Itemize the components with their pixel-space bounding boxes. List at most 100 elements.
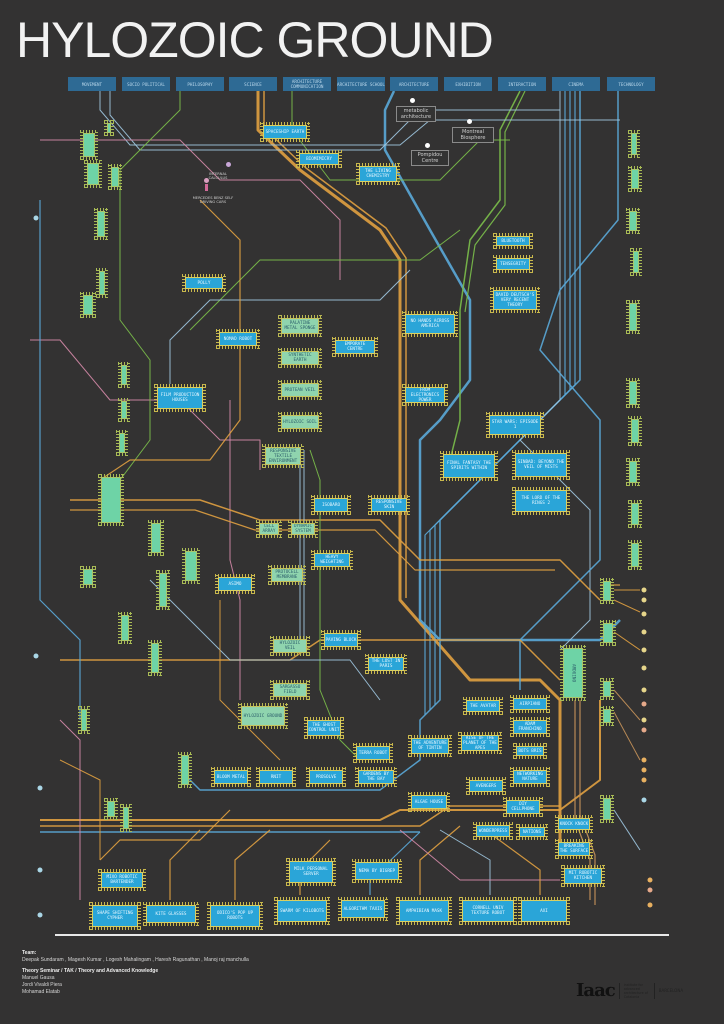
side-chip [178, 752, 192, 788]
category-exhibition: EXHIBITION [444, 77, 492, 91]
side-chip [600, 795, 614, 823]
chip-synthetic-earth: SYNTHETIC EARTH [278, 348, 322, 368]
timeline-dot [425, 143, 430, 148]
chip-label: FROM ELECTRONICS POWER [405, 387, 445, 403]
chip-knock-knock: KNOCK KNOCK [555, 815, 593, 833]
category-science: SCIENCE [229, 77, 277, 91]
terminal-dot [641, 777, 647, 783]
chip-emporate-centre: EMPORATE CENTRE [332, 337, 378, 357]
chip-label: ARDUINO [563, 648, 583, 698]
chip-body [121, 615, 129, 641]
side-chip [600, 706, 614, 726]
chip-label: DYNAMIC SYSTEM [291, 523, 315, 535]
chip-david-deutsch-s-very-recent-theory: DAVID DEUTSCH'S VERY RECENT THEORY [490, 287, 540, 313]
chip-body [181, 755, 189, 785]
chip-biomimicry: BIOMIMICRY [296, 150, 342, 168]
trace-line [99, 91, 620, 146]
chip-label: PROTOCELL MEMBRANE [271, 568, 303, 582]
chip-bots-bris: BOTS BRIS [513, 743, 547, 759]
category-movement: MOVEMENT [68, 77, 116, 91]
side-chip [120, 804, 132, 832]
trace-line [613, 689, 641, 721]
poster-title: HYLOZOIC GROUND [16, 12, 494, 68]
side-chip [600, 620, 616, 646]
chip-mixo-robotic-bartender: MIXO ROBOTIC BARTENDER [98, 869, 146, 891]
chip-body [87, 163, 99, 185]
timeline-dot [204, 178, 209, 183]
chip-label: RISE OF THE PLANET OF THE APES [461, 735, 499, 751]
chip-body [631, 503, 639, 525]
chip-body [107, 801, 115, 817]
chip-milk-personal-server: MILK PERSONAL SERVER [286, 858, 336, 886]
chip-label: MIT ROBOTIC KITCHEN [564, 868, 602, 884]
chip-label: NETWORKING NATURE [513, 770, 547, 784]
chip-palatine-metal-sponge: PALATINE METAL SPONGE [278, 315, 322, 337]
chip-from-electronics-power: FROM ELECTRONICS POWER [402, 384, 448, 406]
terminal-dot [641, 687, 647, 693]
chip-label: DAVID DEUTSCH'S VERY RECENT THEORY [493, 290, 537, 310]
side-chip [80, 566, 96, 588]
chip-label: HYLOZOIC VEIL [273, 639, 307, 653]
terminal-dot [33, 653, 39, 659]
side-chip [628, 416, 642, 446]
chip-responsive-textile-environment: RESPONSIVE TEXTILE ENVIRONMENT [262, 444, 304, 468]
category-socio-political: SOCIO POLITICAL [122, 77, 170, 91]
side-chip [118, 362, 130, 388]
chip-dynamic-system: DYNAMIC SYSTEM [288, 520, 318, 538]
chip-label: RESPONSIVE TEXTILE ENVIRONMENT [265, 447, 301, 465]
trace-line [70, 509, 555, 571]
side-chip [94, 208, 108, 240]
chip-body [111, 167, 119, 187]
trace-line [399, 829, 560, 881]
chip-label: NEMA BY BIGREP [355, 862, 399, 880]
trace-line [40, 700, 601, 821]
trace-line [383, 90, 621, 642]
terminal-dot [33, 215, 39, 221]
trace-line [419, 825, 461, 895]
trace-line [309, 449, 361, 761]
chip-label: BREAKING THE SURFACE [558, 842, 590, 856]
chip-breaking-the-surface: BREAKING THE SURFACE [555, 839, 593, 859]
trace-line [519, 91, 619, 690]
chip-the-living-chemistry: THE LIVING CHEMISTRY [356, 163, 400, 185]
annotation-montreal: Montreal Biosphere [452, 127, 494, 143]
chip-body [633, 251, 639, 273]
side-chip [108, 164, 122, 190]
chip-label: POLLY [185, 277, 223, 289]
chip-label: ALGORITHM TAXIS [341, 900, 385, 918]
chip-label: AMPHIBIAN MASK [399, 900, 449, 922]
trace-line [479, 825, 541, 895]
side-chip [600, 578, 614, 604]
chip-label: HYLOZOIC SOIL [281, 415, 319, 429]
chip-label: SHAPE SHIFTING CYPHER [92, 905, 138, 927]
chip-body [603, 798, 611, 820]
chip-nations: NATIONS [516, 824, 548, 840]
trace-line [59, 759, 101, 860]
chip-algae-house: ALGAE HOUSE [408, 792, 450, 812]
chip-body [631, 133, 637, 155]
terminal-dot [641, 597, 647, 603]
chip-axi: AXI [518, 897, 570, 925]
chip-label: FINAL FANTASY THE SPIRITS WITHIN [443, 454, 495, 478]
chip-avengers: AVENGERS [466, 777, 506, 795]
category-architecture: ARCHITECTURE [390, 77, 438, 91]
chip-label: THE ADVENTURE OF TINTIN [411, 738, 449, 754]
logo-mark: Iaac [576, 980, 616, 1001]
chip-body [629, 381, 637, 405]
chip-body [83, 295, 93, 315]
chip-label: HEAVY WEIGHTING [314, 553, 350, 567]
chip-nema-by-bigrep: NEMA BY BIGREP [352, 859, 402, 883]
chip-body [185, 551, 197, 581]
chip-nomad-robot: NOMAD ROBOT [216, 329, 260, 349]
team-members: Deepak Sundaram , Magesh Kumar , Logesh … [22, 957, 249, 963]
chip-isobaro: ISOBARO [311, 495, 351, 515]
chip-body [83, 569, 93, 585]
faculty-member: Jordi Vivaldi Piera [22, 982, 62, 988]
terminal-dot [641, 629, 647, 635]
category-philosophy: PHILOSOPHY [176, 77, 224, 91]
category-architecture-school: ARCHITECTURE SCHOOL [337, 77, 385, 91]
chip-label: AXI [521, 900, 567, 922]
side-chip [628, 166, 642, 192]
chip-label: NO HANDS ACROSS AMERICA [405, 314, 455, 334]
trace-line [464, 90, 526, 313]
